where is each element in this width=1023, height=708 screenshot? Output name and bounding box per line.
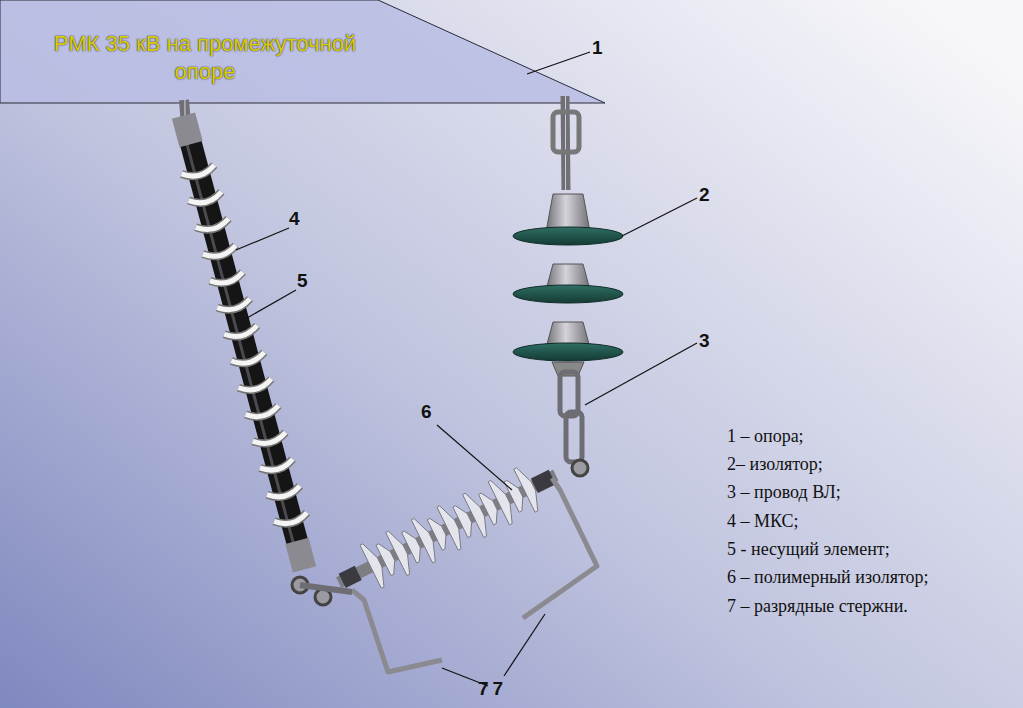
legend-entry: 4 – МКС; — [727, 511, 799, 532]
end-fitting — [534, 477, 552, 486]
glass-disc — [513, 343, 623, 361]
spiral-shadow — [238, 379, 271, 390]
spiral-shadow — [217, 299, 250, 310]
spiral-shadow — [267, 486, 300, 497]
spiral-shadow — [231, 352, 264, 363]
rod-highlight — [186, 141, 294, 546]
spiral-coil — [203, 245, 236, 256]
spiral-coil — [217, 299, 250, 310]
callout-number: 3 — [699, 330, 710, 352]
spiral-shadow — [196, 219, 229, 230]
callout-number: 5 — [297, 270, 308, 292]
callout-number: 7 — [493, 678, 504, 700]
insulator-shed — [376, 544, 395, 576]
glass-disc — [513, 227, 623, 245]
spiral-coil — [181, 165, 214, 176]
spiral-coil — [260, 459, 293, 470]
spiral-coil — [253, 432, 286, 443]
legend-entry: 3 – провод ВЛ; — [727, 482, 841, 503]
spiral-coil — [224, 326, 257, 337]
callout-number: 1 — [592, 37, 603, 59]
top-clamp — [184, 116, 192, 144]
insulator-shed — [478, 493, 497, 525]
legend-entry: 7 – разрядные стержни. — [727, 596, 908, 617]
callout-number: 7 — [478, 678, 489, 700]
spiral-shadow — [274, 513, 307, 524]
spiral-shadow — [181, 165, 214, 176]
spiral-coil — [246, 406, 279, 417]
spiral-shadow — [260, 459, 293, 470]
spiral-coil — [267, 486, 300, 497]
glass-disc — [513, 285, 623, 303]
callout-number: 4 — [289, 208, 300, 230]
link — [566, 412, 582, 462]
bottom-clamp — [297, 541, 305, 569]
end-fitting — [342, 573, 358, 581]
equipment — [181, 96, 623, 672]
insulator-shed — [402, 531, 421, 563]
pole-crossarm — [0, 0, 605, 103]
spiral-shadow — [203, 245, 236, 256]
legend-entry: 5 - несущий элемент; — [727, 539, 890, 560]
clevis — [553, 112, 579, 152]
callout-number: 2 — [699, 184, 710, 206]
legend-entry: 2– изолятор; — [727, 454, 823, 475]
spiral-coil — [210, 272, 243, 283]
arcing-rod — [352, 590, 442, 672]
title: РМК 35 кВ на промежуточной опоре — [35, 30, 375, 86]
insulator-shed — [427, 518, 446, 550]
spiral-shadow — [253, 432, 286, 443]
spiral-shadow — [246, 406, 279, 417]
spiral-shadow — [224, 326, 257, 337]
callout-number: 6 — [421, 401, 432, 423]
link — [300, 585, 352, 592]
spiral-coil — [196, 219, 229, 230]
spiral-coil — [231, 352, 264, 363]
insulator-shed — [514, 468, 538, 512]
legend-entry: 1 – опора; — [727, 426, 804, 447]
arcing-rod — [523, 478, 597, 618]
spiral-coil — [238, 379, 271, 390]
insulator-shed — [453, 506, 472, 538]
link — [560, 372, 578, 416]
pivot — [572, 460, 588, 476]
spiral-coil — [274, 513, 307, 524]
spiral-shadow — [210, 272, 243, 283]
spiral-coil — [189, 192, 222, 203]
insulator-cap — [546, 194, 590, 232]
leader-lines — [236, 52, 697, 686]
spiral-shadow — [189, 192, 222, 203]
legend-entry: 6 – полимерный изолятор; — [727, 567, 929, 588]
